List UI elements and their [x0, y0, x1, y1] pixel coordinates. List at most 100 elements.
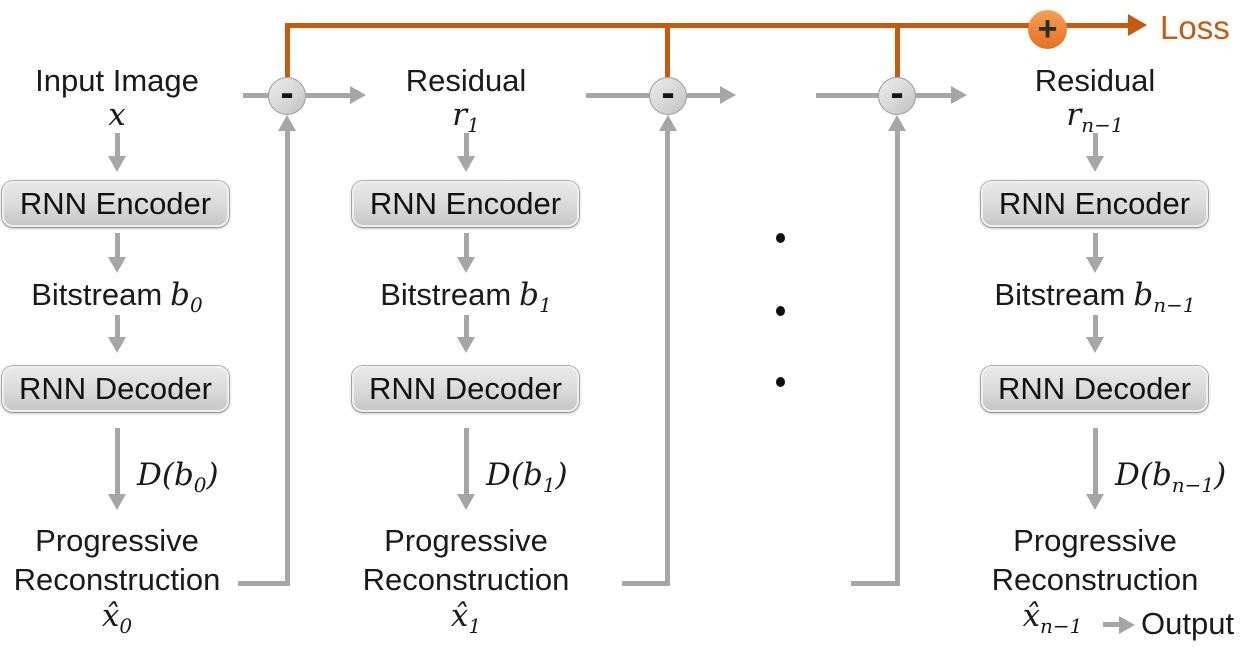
stage2-recon-line1: Progressive: [384, 523, 548, 558]
arrowhead-icon: [108, 337, 126, 353]
arrowhead-icon: [951, 86, 967, 104]
arrowhead-icon: [278, 115, 296, 131]
math-sub: 0: [193, 473, 207, 498]
connector-subtract2-out: [687, 93, 721, 98]
stage1-recon-line2: Reconstruction: [13, 562, 221, 597]
subtract-node-1: -: [268, 73, 306, 115]
flow-line: [464, 133, 469, 157]
arrowhead-icon: [1119, 616, 1135, 634]
math-close: ): [555, 457, 568, 493]
math-sub: 0: [190, 293, 203, 318]
math-base: x: [108, 97, 126, 133]
math-base: x̂: [450, 598, 469, 634]
math-base: x̂: [101, 598, 120, 634]
stage1-rnn-decoder: RNN Decoder: [2, 366, 229, 412]
stage2-recon-var: x̂1: [336, 599, 596, 643]
flow-line: [1093, 233, 1098, 258]
node-label: RNN Decoder: [369, 371, 562, 406]
flow-line: [464, 233, 469, 258]
flow-line: [115, 133, 120, 157]
flow-line: [115, 233, 120, 258]
arrowhead-icon: [1086, 494, 1104, 510]
node-label: RNN Encoder: [369, 186, 562, 221]
loss-line-drop-1: [285, 23, 290, 77]
math-base: r: [1066, 97, 1082, 133]
flow-line: [1093, 133, 1098, 157]
node-label: RNN Decoder: [19, 371, 212, 406]
math-sub: n−1: [1171, 473, 1215, 498]
math-sub: 0: [119, 614, 133, 639]
stage3-header: Residual: [1034, 63, 1156, 98]
flow-line: [464, 315, 469, 338]
loss-line-drop-2: [665, 23, 670, 77]
math-base: r: [452, 97, 468, 133]
loss-line-drop-3: [895, 23, 900, 77]
math-close: ): [1214, 457, 1227, 493]
arrowhead-icon: [457, 337, 475, 353]
subtract-node-3: -: [878, 73, 916, 115]
math-base: D(b: [1115, 457, 1172, 493]
feedback-elbow-3: [851, 581, 900, 586]
math-sub: 1: [468, 614, 482, 639]
feedback-elbow-2: [622, 581, 670, 586]
arrowhead-icon: [108, 257, 126, 273]
connector-subtract3-to-residual-n1: [916, 93, 952, 98]
math-base: D(b: [137, 457, 194, 493]
stage3-variable: rn−1: [965, 98, 1225, 142]
arrowhead-icon: [1086, 337, 1104, 353]
loss-arrowhead-icon: [1128, 14, 1147, 36]
plus-node: +: [1028, 10, 1067, 49]
math-sub: 1: [539, 293, 552, 318]
stage1-decode-fn: D(b0): [137, 456, 219, 504]
output-label: Output: [1141, 606, 1235, 641]
arrowhead-icon: [1086, 156, 1104, 172]
connector-input-to-subtract-1: [243, 93, 269, 98]
arrowhead-icon: [720, 86, 736, 104]
stage3-recon-line2: Reconstruction: [991, 562, 1199, 597]
continuation-dot-icon: [776, 233, 785, 243]
arrowhead-icon: [457, 257, 475, 273]
node-label: RNN Encoder: [19, 186, 212, 221]
node-label: RNN Decoder: [998, 371, 1191, 406]
loss-label: Loss: [1160, 9, 1230, 46]
loss-line-horizontal: [285, 23, 1130, 28]
connector-subtract1-to-residual1: [306, 93, 351, 98]
math-sub: 1: [542, 473, 556, 498]
subtract-node-2: -: [649, 73, 687, 115]
math-sub: 1: [467, 113, 480, 138]
arrowhead-icon: [888, 115, 906, 131]
continuation-dot-icon: [776, 306, 785, 316]
math-base: D(b: [486, 457, 543, 493]
stage3-recon-var: x̂n−1: [995, 599, 1110, 643]
math-sub: n−1: [1153, 293, 1196, 318]
flow-line: [464, 428, 469, 495]
stage2-rnn-encoder: RNN Encoder: [352, 181, 579, 227]
stage1-rnn-encoder: RNN Encoder: [2, 181, 229, 227]
stage3-rnn-decoder: RNN Decoder: [981, 366, 1208, 412]
math-sub: n−1: [1040, 614, 1083, 639]
feedback-line-1: [285, 131, 290, 586]
math-base: b: [1133, 277, 1154, 313]
math-base: x̂: [1022, 598, 1041, 634]
arrowhead-icon: [1086, 257, 1104, 273]
stage3-recon-line1: Progressive: [1013, 523, 1177, 558]
arrowhead-icon: [108, 156, 126, 172]
stage1-recon-var: x̂0: [0, 599, 247, 643]
math-base: b: [170, 277, 191, 313]
bitstream-word: Bitstream: [380, 277, 512, 312]
math-base: b: [519, 277, 540, 313]
stage2-header: Residual: [405, 63, 527, 98]
arrowhead-icon: [350, 86, 366, 104]
continuation-dot-icon: [776, 377, 785, 387]
stage2-variable: r1: [336, 98, 596, 142]
arrowhead-icon: [659, 115, 677, 131]
flow-line: [115, 315, 120, 338]
arrowhead-icon: [457, 494, 475, 510]
bitstream-word: Bitstream: [994, 277, 1126, 312]
stage1-header: Input Image: [35, 63, 199, 98]
arrowhead-icon: [457, 156, 475, 172]
math-close: ): [206, 457, 219, 493]
